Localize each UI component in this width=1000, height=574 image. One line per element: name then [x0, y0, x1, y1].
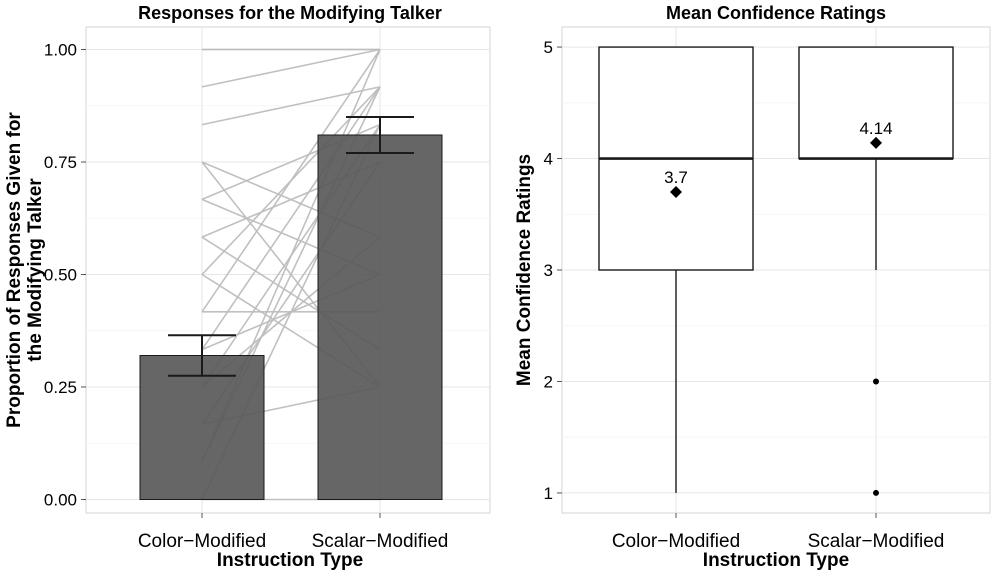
x-tick-label: Color−Modified: [612, 531, 740, 552]
box-plot-x-axis-label: Instruction Type: [703, 550, 849, 571]
error-bars: [168, 116, 414, 377]
box-plot-x-ticks: Color−Modified Scalar−Modified: [612, 513, 945, 552]
y-tick-label: 1.00: [44, 41, 77, 60]
mean-label-scalar-modified: 4.14: [859, 119, 892, 138]
y-tick-label: 0.75: [44, 153, 77, 172]
mean-marker-scalar-modified: [870, 136, 882, 149]
y-tick-label: 0.25: [44, 378, 77, 397]
box-plot-y-ticks: 1 2 3 4 5: [544, 38, 562, 503]
mean-label-color-modified: 3.7: [664, 168, 688, 187]
bar-chart-y-axis-label-line-2: the Modifying Talker: [25, 178, 46, 362]
bar-scalar-modified: [317, 134, 443, 500]
box-series: 3.7 4.14: [598, 46, 954, 496]
mean-marker-color-modified: [670, 185, 682, 198]
box-plot-y-axis-label: Mean Confidence Ratings: [514, 154, 535, 386]
outlier-point-scalar-modified: [873, 489, 879, 496]
y-tick-label: 2: [544, 372, 553, 391]
bar-chart-y-axis-label-line-1: Proportion of Responses Given for: [4, 112, 25, 428]
y-tick-label: 1: [544, 484, 553, 503]
participant-line: [201, 49, 381, 313]
box-plot-title: Mean Confidence Ratings: [666, 3, 886, 23]
bar-chart-title: Responses for the Modifying Talker: [138, 3, 442, 23]
participant-line: [201, 48, 381, 88]
bar-color-modified: [139, 355, 265, 500]
bar-chart-y-ticks: 0.00 0.25 0.50 0.75 1.00: [44, 41, 86, 510]
box-plot-y-axis-label-group: Mean Confidence Ratings: [514, 154, 535, 386]
bar-chart-x-ticks: Color−Modified Scalar−Modified: [138, 513, 449, 552]
y-tick-label: 0.50: [44, 266, 77, 285]
y-tick-label: 5: [544, 38, 553, 57]
bar-chart-panel: Responses for the Modifying Talker 0.000…: [4, 3, 491, 571]
bar-chart-x-axis-label: Instruction Type: [217, 550, 363, 571]
participant-line: [201, 86, 381, 351]
bar-chart-y-axis-label: Proportion of Responses Given for the Mo…: [4, 112, 46, 428]
x-tick-label: Scalar−Modified: [808, 531, 945, 552]
x-tick-label: Scalar−Modified: [312, 531, 449, 552]
y-tick-label: 3: [544, 261, 553, 280]
bar-series: [139, 134, 443, 500]
x-tick-label: Color−Modified: [138, 531, 266, 552]
outlier-point-scalar-modified: [873, 378, 879, 385]
y-tick-label: 4: [544, 150, 553, 169]
box-plot-panel: Mean Confidence Ratings 3.7 4.14 1 2 3 4 5 Co…: [514, 3, 991, 571]
y-tick-label: 0.00: [44, 491, 77, 510]
